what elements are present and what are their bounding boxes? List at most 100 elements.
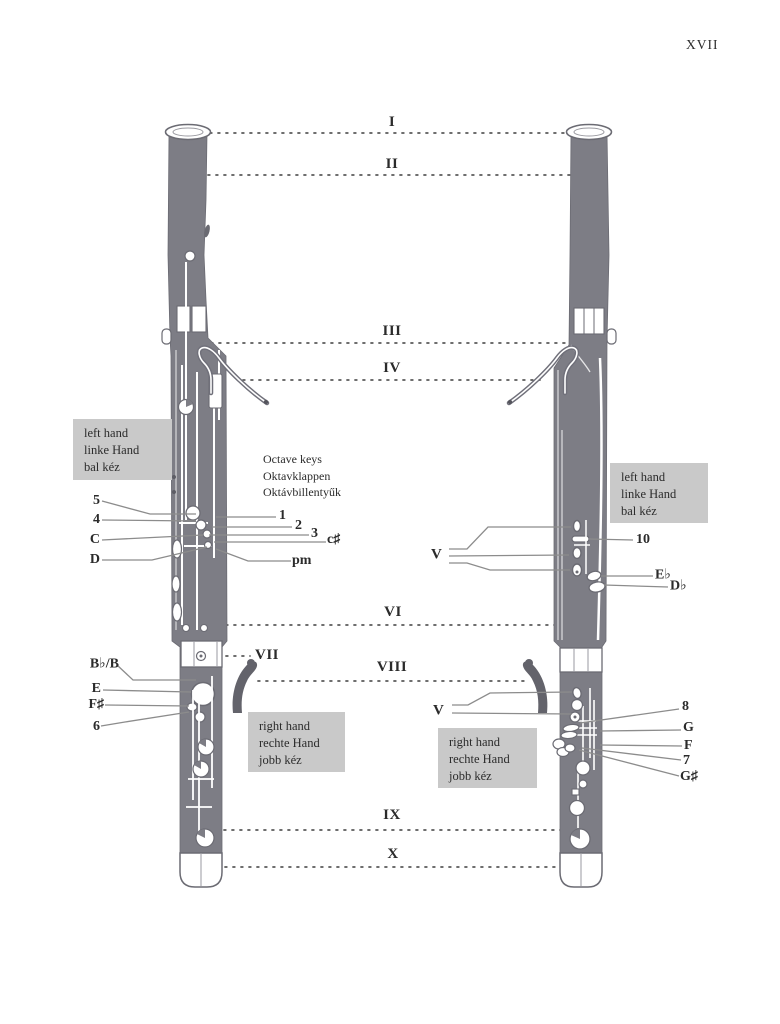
leader-V-low-top — [452, 691, 573, 706]
leader-F — [599, 744, 683, 747]
right-boot-band-dividers — [573, 648, 589, 672]
right-thumb-ring-2 — [572, 546, 582, 560]
hand-label-line: bal kéz — [621, 504, 657, 518]
right-bocal-tip — [507, 399, 513, 405]
key-label-E: E — [91, 681, 101, 696]
leader-V-low-bottom — [451, 712, 573, 715]
right-key-solid — [570, 698, 584, 712]
left-pin-b — [172, 490, 176, 494]
right-key-v-ring — [572, 686, 582, 700]
section-label-ii: II — [385, 156, 399, 172]
hand-label-line: right hand — [259, 719, 311, 733]
left-boot-band-dividers — [193, 641, 218, 667]
right-bell-rim — [565, 123, 613, 141]
leader-4 — [101, 519, 197, 522]
left-pac-key-c-bite — [197, 829, 205, 838]
right-bell-rim-inner — [573, 127, 605, 137]
leader-8 — [579, 708, 680, 724]
right-round-key-c — [568, 799, 586, 817]
left-hand-box-front: left hand linke Hand bal kéz — [73, 419, 172, 480]
leader-G — [599, 729, 682, 732]
left-octave-key-3 — [202, 529, 212, 539]
section-lines — [183, 132, 595, 868]
right-crutch-ball — [525, 659, 533, 667]
left-edge-knob — [161, 328, 172, 345]
key-label-D-flat: D♭ — [670, 578, 687, 594]
left-octave-key-2 — [195, 519, 207, 531]
left-hand-crutch — [232, 661, 258, 713]
left-crutch-ball — [247, 659, 255, 667]
right-key-ring-dot — [573, 715, 577, 719]
right-thumb-teardrop — [571, 563, 583, 577]
section-label-x: X — [387, 846, 399, 862]
key-label-F: F — [684, 738, 693, 753]
left-pac-key-a-bite — [199, 738, 206, 747]
left-boot-band-ring-dot — [199, 654, 203, 658]
key-label-5: 5 — [93, 493, 100, 508]
leader-10 — [588, 538, 634, 541]
section-label-vii: VII — [254, 647, 280, 663]
right-round-key-a — [575, 760, 591, 776]
right-hand-box-front: right hand rechte Hand jobb kéz — [248, 712, 345, 772]
hand-label-line: jobb kéz — [259, 753, 302, 767]
left-joint-band-a — [176, 305, 191, 333]
right-edge-highlights — [557, 370, 563, 640]
leader-V-mid-top — [449, 526, 571, 550]
left-octave-key-1 — [185, 505, 201, 521]
key-label-6: 6 — [93, 719, 100, 734]
hand-label-line: left hand — [621, 470, 666, 484]
left-hand-box-back: left hand linke Hand bal kéz — [610, 463, 708, 523]
right-bassoon-illustration — [506, 123, 617, 888]
hand-label-line: jobb kéz — [449, 769, 492, 783]
section-label-i: I — [388, 114, 396, 130]
left-bell-rim-inner — [172, 127, 204, 137]
key-label-10: 10 — [636, 532, 650, 547]
key-label-E-flat: E♭ — [655, 567, 671, 583]
left-pin-a — [172, 475, 176, 479]
key-label-3: 3 — [311, 526, 318, 541]
key-label-C: C — [89, 532, 100, 547]
left-bassoon-illustration — [161, 123, 270, 888]
right-mid-rods — [574, 520, 590, 574]
key-label-V-low: V — [433, 702, 444, 719]
hand-label-line: left hand — [84, 426, 129, 440]
left-bocal-tip — [263, 399, 269, 405]
octave-keys-note: Octave keys Oktavklappen Oktávbillentyűk — [263, 451, 341, 501]
right-square-key — [571, 788, 580, 796]
right-joint-band-dividers — [583, 308, 595, 334]
right-hand-crutch — [522, 661, 548, 713]
key-label-Bb-B: B♭/B — [89, 656, 119, 672]
left-bocal-highlight — [198, 346, 268, 404]
left-joint-band-b — [191, 305, 207, 333]
hand-label-line: linke Hand — [621, 487, 677, 501]
left-fsharp-key — [186, 702, 198, 712]
leader-6 — [100, 711, 190, 727]
left-bell-nub — [204, 224, 210, 238]
right-thumb-ring-1 — [572, 519, 582, 533]
right-boot-rods — [571, 688, 597, 828]
left-ring-key — [194, 711, 206, 723]
leader-C — [101, 534, 204, 541]
section-label-iii: III — [382, 323, 402, 339]
section-label-iv: IV — [383, 360, 401, 376]
leader-BbB — [116, 664, 196, 681]
hand-label-line: linke Hand — [84, 443, 140, 457]
leader-pm — [215, 548, 291, 562]
key-label-V-mid: V — [431, 546, 442, 563]
leader-V-mid-bottom — [449, 562, 570, 571]
page-number: XVII — [686, 37, 719, 52]
right-edge-knob — [606, 328, 617, 345]
key-label-D: D — [89, 552, 100, 567]
key-label-G-sharp: G♯ — [680, 769, 698, 784]
key-label-7: 7 — [683, 753, 690, 768]
octave-note-line: Oktávbillentyűk — [263, 485, 341, 499]
octave-note-line: Octave keys — [263, 452, 322, 466]
leader-Gsharp — [578, 749, 680, 777]
right-oval-key-b — [560, 730, 578, 740]
key-label-G: G — [683, 720, 694, 735]
right-pac-key-bite — [571, 829, 580, 839]
right-vent-tube — [596, 357, 603, 641]
leader-D — [102, 546, 208, 561]
